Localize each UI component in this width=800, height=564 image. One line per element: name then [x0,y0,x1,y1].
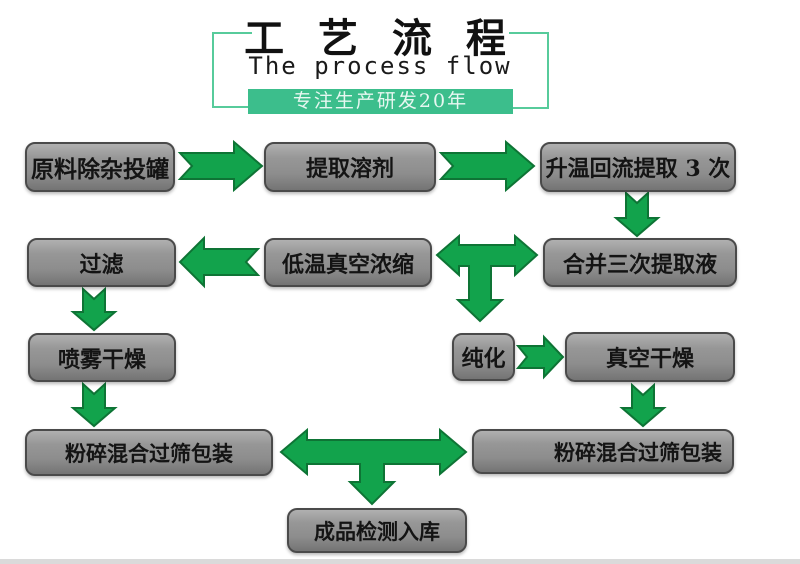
bottom-watermark-strip [0,559,800,564]
arrow-vacuum-down-icon [619,382,667,428]
page-subtitle: The process flow [248,52,512,80]
node-final-inspection: 成品检测入库 [287,508,467,553]
title-banner: 专注生产研发20年 [248,89,513,114]
arrow-crush-bidirectional-branch-icon [279,427,468,506]
arrow-raw-to-solvent-icon [177,139,264,193]
arrow-purify-to-vacuum-icon [515,334,565,380]
arrow-spray-down-icon [70,381,118,428]
node-reflux-extraction: 升温回流提取 3 次 [540,142,736,192]
node-raw-material: 原料除杂投罐 [25,142,175,192]
arrow-reflux-down-icon [613,190,661,238]
node-vacuum-concentrate: 低温真空浓缩 [264,238,432,287]
node-extract-solvent: 提取溶剂 [264,142,436,192]
node-vacuum-drying: 真空干燥 [565,332,735,382]
arrow-filter-down-icon [70,286,118,332]
arrow-concentrate-to-filter-icon [178,235,261,289]
arrow-solvent-to-reflux-icon [438,139,536,193]
node-filter: 过滤 [27,238,176,287]
title-bracket-right-icon [509,32,549,109]
title-bracket-left-icon [212,32,252,108]
node-combine-extracts: 合并三次提取液 [543,238,737,287]
arrow-combine-bidirectional-branch-icon [435,233,539,323]
node-crush-pack-left: 粉碎混合过筛包装 [25,429,273,476]
page-title: 工 艺 流 程 [244,16,516,62]
node-spray-drying: 喷雾干燥 [28,333,176,382]
node-purification: 纯化 [452,333,515,381]
node-crush-pack-right: 粉碎混合过筛包装 [472,429,734,474]
